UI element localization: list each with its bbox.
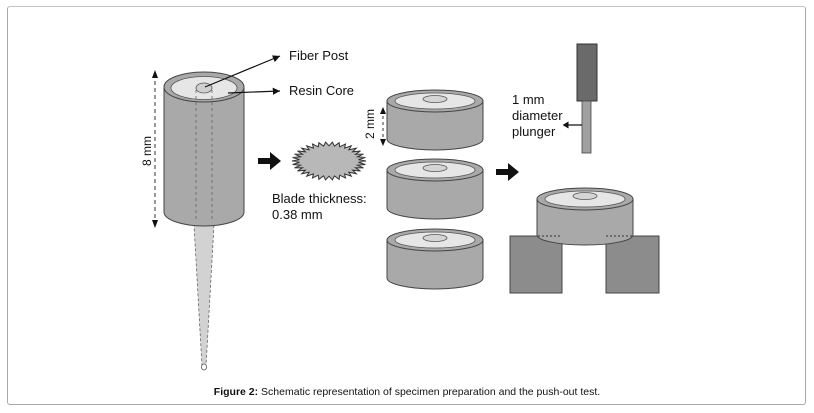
specimen-slices	[386, 89, 484, 290]
blade-label-line1: Blade thickness:	[272, 191, 367, 206]
blade-label-line2: 0.38 mm	[272, 207, 323, 222]
length-dimension: 8 mm	[140, 70, 158, 228]
length-label: 8 mm	[140, 136, 154, 166]
push-out-setup	[509, 187, 660, 294]
resin-core-label: Resin Core	[289, 83, 354, 98]
fiber-post-leader	[204, 55, 281, 88]
specimen-cylinder	[163, 71, 245, 227]
support-block-right	[605, 235, 660, 294]
specimen-slice	[386, 158, 484, 220]
plunger	[576, 43, 598, 154]
plunger-label-line3: plunger	[512, 124, 556, 139]
plunger-label-line2: diameter	[512, 108, 563, 123]
resin-core-leader	[227, 87, 281, 95]
process-arrow-1	[258, 152, 281, 170]
figure-caption: Figure 2: Schematic representation of sp…	[0, 386, 814, 398]
slice-thickness-dimension: 2 mm	[363, 107, 386, 146]
support-block-left	[509, 235, 563, 294]
saw-blade-shape	[291, 141, 367, 181]
figure-frame	[7, 6, 806, 405]
plunger-label-line1: 1 mm	[512, 92, 545, 107]
specimen-slice	[386, 89, 484, 151]
slice-thickness-label: 2 mm	[363, 109, 377, 139]
specimen-slice	[386, 228, 484, 290]
figure-caption-label: Figure 2:	[213, 386, 259, 398]
saw-blade-icon	[291, 141, 367, 181]
fiber-post-label: Fiber Post	[289, 48, 349, 63]
process-arrow-2	[496, 163, 519, 181]
figure-caption-text: Schematic representation of specimen pre…	[258, 386, 601, 398]
root-taper	[193, 224, 215, 371]
